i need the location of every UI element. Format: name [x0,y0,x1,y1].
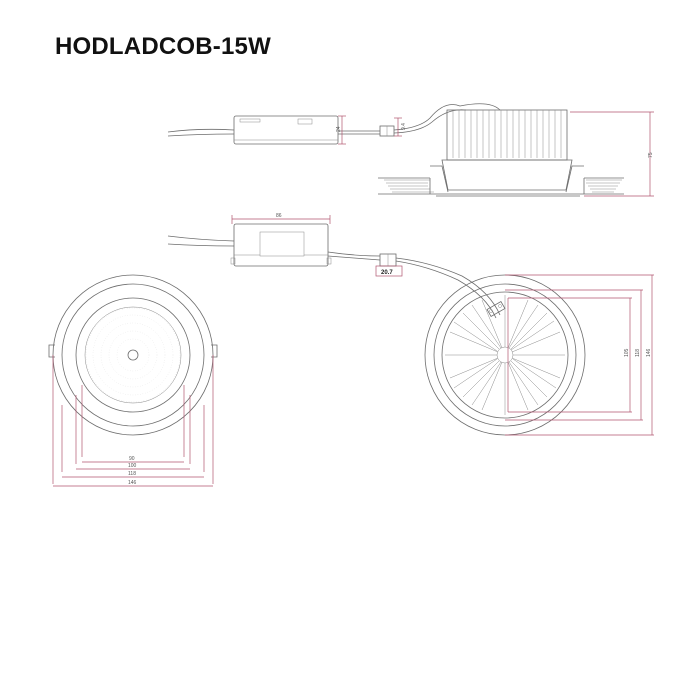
dim-driver-height: 24 [336,126,342,132]
center-point [127,349,139,361]
radial-fins [445,295,565,415]
dim-driver-length: 86 [276,213,282,219]
back-view: 105 118 146 [424,274,654,436]
dim-back-146: 146 [646,348,652,357]
front-view: 90 100 118 146 [48,274,218,487]
dim-connector-height: 9.4 [401,123,407,130]
dim-front-90: 90 [129,456,135,462]
front-outer-ring [52,274,214,436]
side-view: 24 9.4 75 [167,103,654,197]
dim-front-118: 118 [128,471,136,477]
driver-top [233,223,329,267]
dim-front-100: 100 [128,463,137,469]
dim-total-height: 75 [648,152,654,158]
driver-top-view: 86 20.7 [167,213,501,319]
fixture-body [441,159,573,191]
dim-back-118: 118 [635,349,641,357]
dim-front-146: 146 [128,480,137,486]
product-title: HODLADCOB-15W [55,33,271,60]
dim-connector-width: 20.7 [381,270,393,276]
driver-side [233,115,339,145]
dim-back-105: 105 [624,348,630,357]
